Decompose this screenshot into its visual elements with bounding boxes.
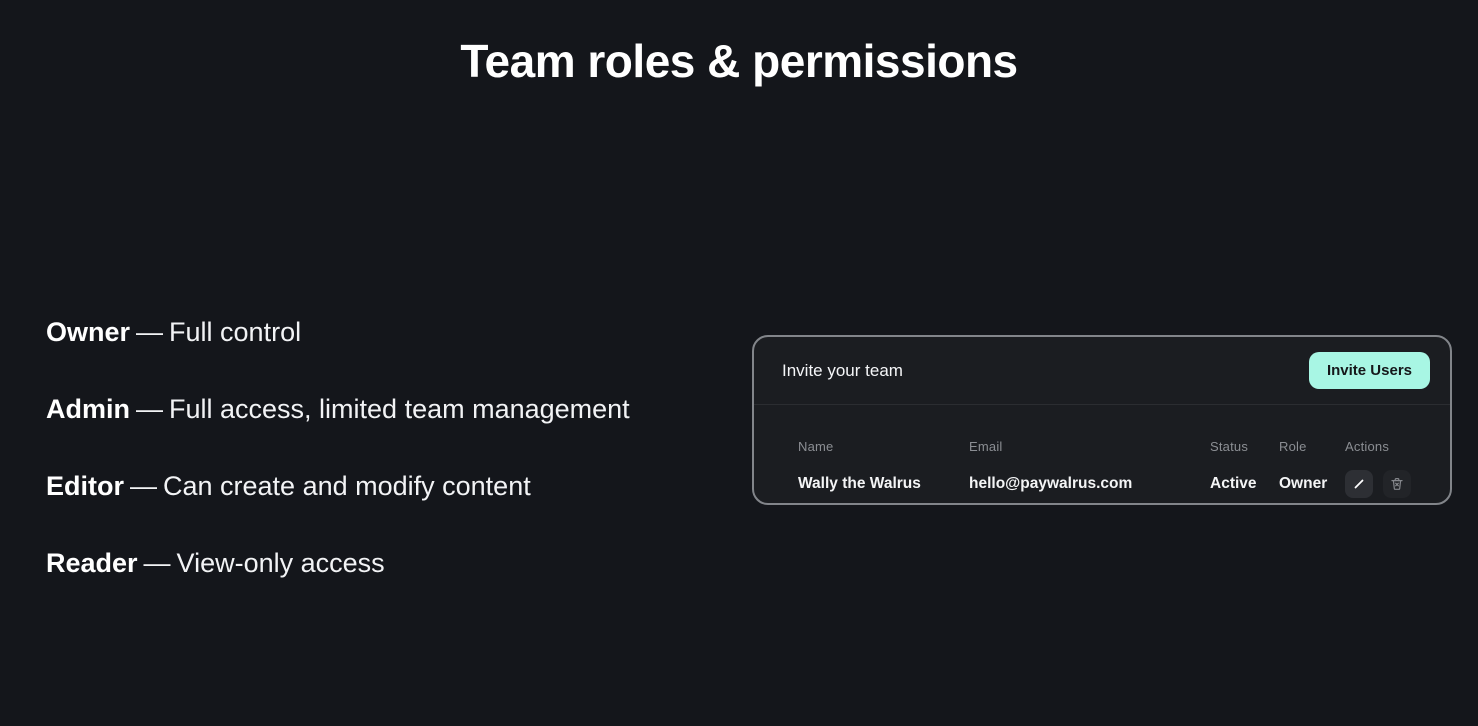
- invite-users-button[interactable]: Invite Users: [1308, 352, 1430, 389]
- column-header-actions: Actions: [1345, 439, 1390, 454]
- delete-button[interactable]: [1383, 470, 1411, 498]
- table-row: Wally the Walrus hello@paywalrus.com Act…: [798, 470, 1430, 498]
- cell-member-status: Active: [1210, 475, 1257, 492]
- role-name: Owner: [46, 317, 131, 347]
- role-separator: —: [136, 394, 163, 424]
- invite-card-header: Invite your team Invite Users: [754, 337, 1450, 405]
- role-item-editor: Editor—Can create and modify content: [46, 470, 630, 503]
- role-description: Full access, limited team management: [169, 394, 630, 424]
- role-description: View-only access: [176, 548, 385, 578]
- role-item-reader: Reader—View-only access: [46, 547, 630, 580]
- team-table: Name Email Status Role Actions Wally the…: [754, 439, 1450, 498]
- edit-button[interactable]: [1345, 470, 1373, 498]
- edit-icon: [1351, 476, 1367, 492]
- role-name: Admin: [46, 394, 130, 424]
- cell-member-name: Wally the Walrus: [798, 475, 921, 492]
- role-description: Full control: [169, 317, 302, 347]
- role-name: Reader: [46, 548, 138, 578]
- trash-icon: [1389, 476, 1405, 492]
- roles-list: Owner—Full control Admin—Full access, li…: [46, 316, 630, 580]
- row-actions: [1345, 470, 1430, 498]
- cell-member-email: hello@paywalrus.com: [969, 475, 1133, 492]
- invite-card-title: Invite your team: [782, 360, 903, 380]
- role-item-owner: Owner—Full control: [46, 316, 630, 349]
- role-name: Editor: [46, 471, 124, 501]
- column-header-name: Name: [798, 439, 834, 454]
- role-separator: —: [136, 317, 164, 347]
- role-item-admin: Admin—Full access, limited team manageme…: [46, 393, 630, 426]
- invite-team-card: Invite your team Invite Users Name Email…: [752, 335, 1452, 505]
- column-header-role: Role: [1279, 439, 1307, 454]
- role-description: Can create and modify content: [163, 471, 531, 501]
- column-header-email: Email: [969, 439, 1003, 454]
- role-separator: —: [130, 471, 157, 501]
- cell-member-role: Owner: [1279, 475, 1328, 492]
- role-separator: —: [143, 548, 171, 578]
- page-title: Team roles & permissions: [460, 35, 1018, 87]
- table-header-row: Name Email Status Role Actions: [798, 439, 1430, 454]
- column-header-status: Status: [1210, 439, 1249, 454]
